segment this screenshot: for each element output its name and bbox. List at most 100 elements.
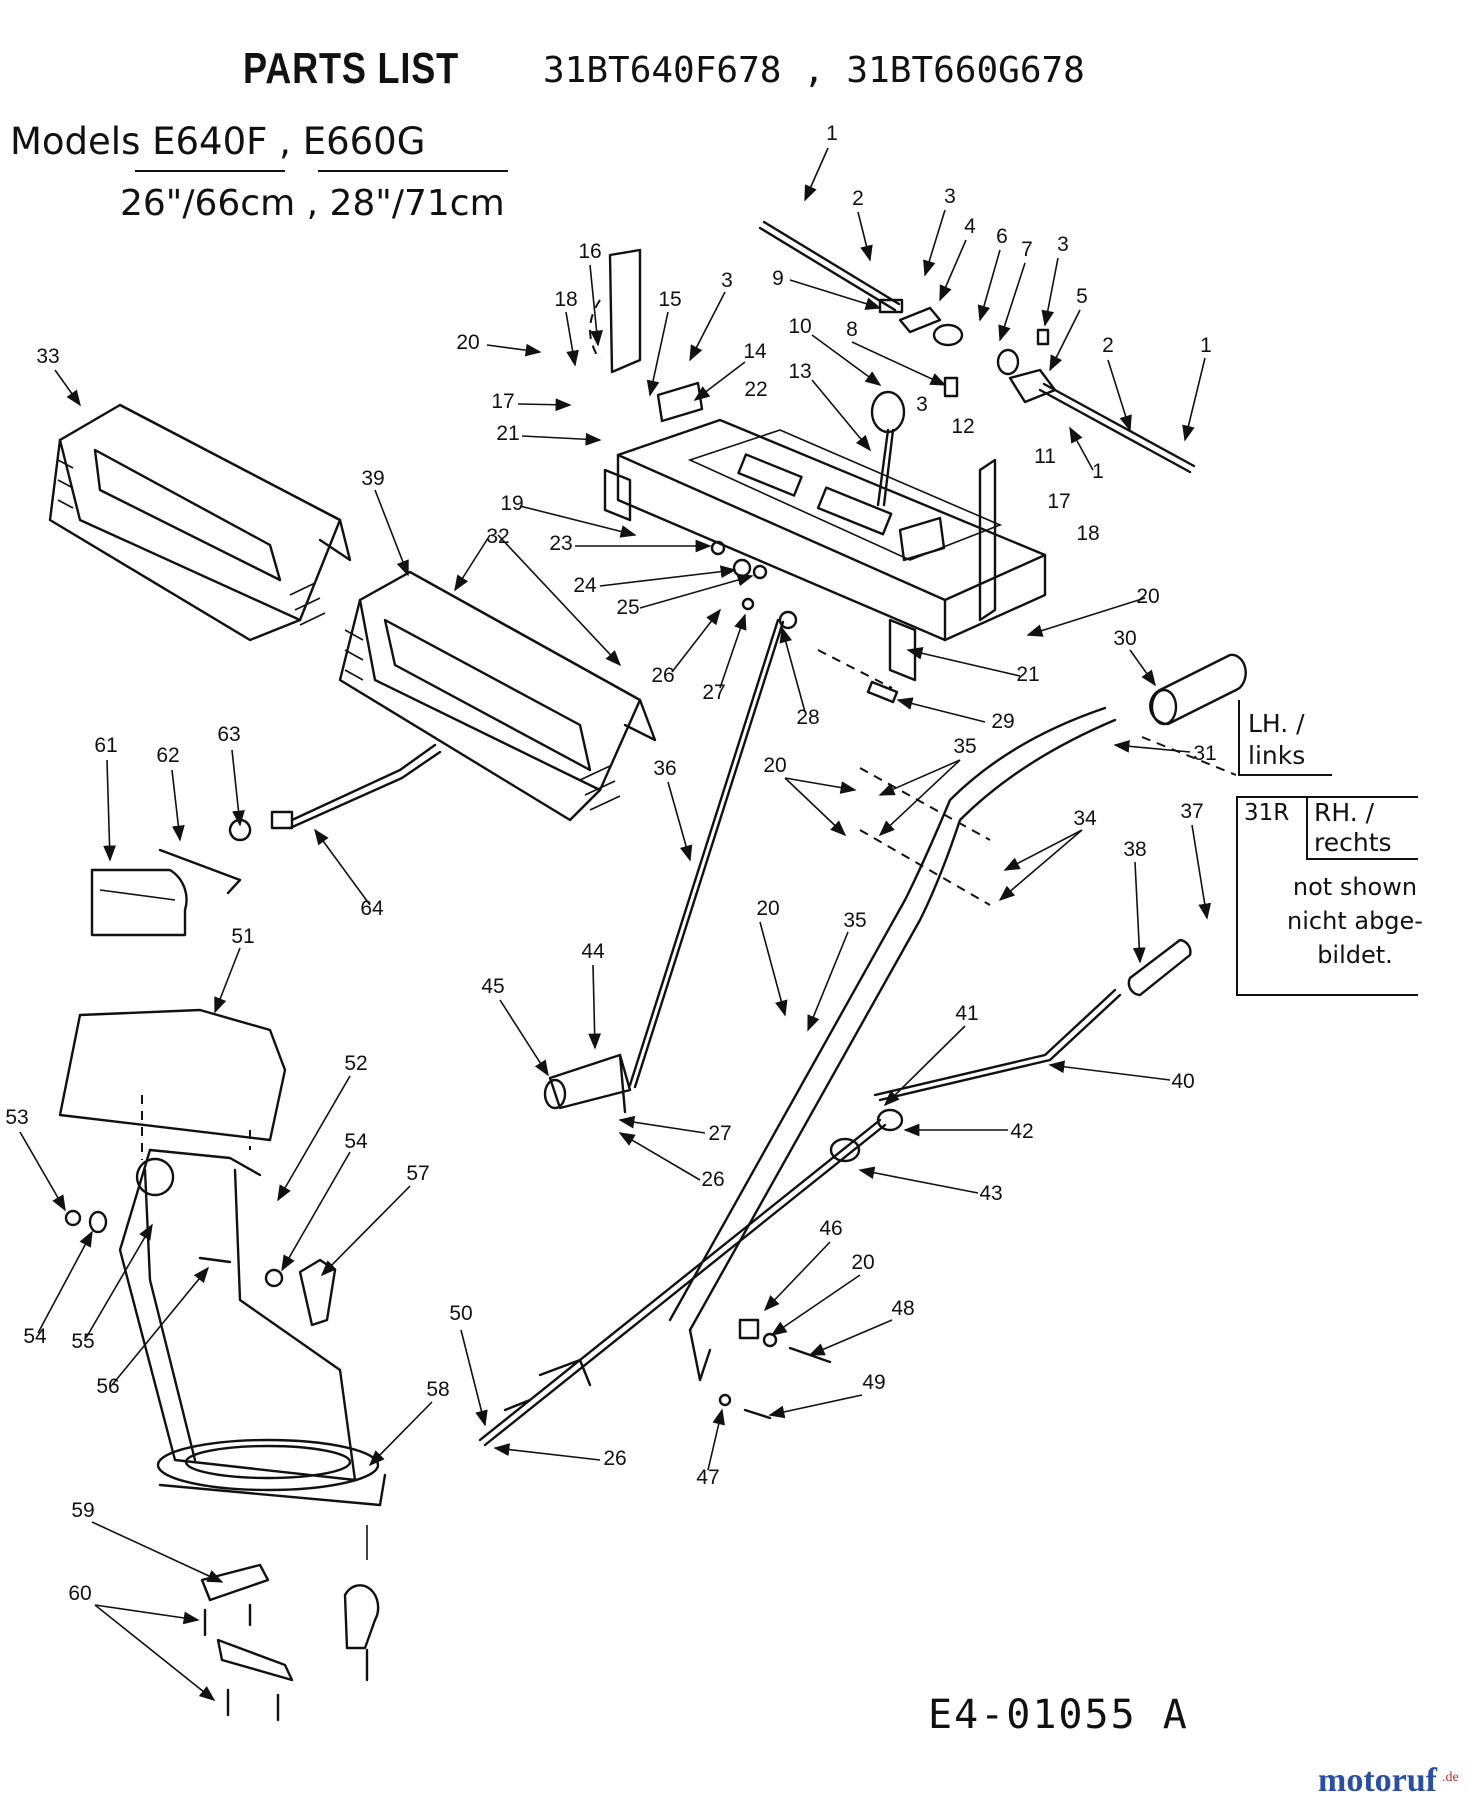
rod-36 bbox=[628, 618, 785, 1089]
part-label-20a: 20 bbox=[456, 331, 479, 354]
part-label-2b: 2 bbox=[1102, 334, 1114, 357]
part-label-16: 16 bbox=[578, 240, 601, 263]
part-label-15: 15 bbox=[658, 288, 681, 311]
part-label-20e: 20 bbox=[851, 1251, 874, 1274]
part-label-54a: 54 bbox=[344, 1130, 368, 1153]
model-codes: 31BT640F678 , 31BT660G678 bbox=[543, 50, 1085, 91]
control-panel-frame bbox=[603, 418, 1047, 682]
top-rod-left bbox=[758, 220, 901, 312]
part-label-44: 44 bbox=[581, 940, 605, 963]
part-label-3a: 3 bbox=[944, 185, 956, 208]
lower-hardware bbox=[718, 1318, 832, 1420]
part-label-20c: 20 bbox=[763, 754, 786, 777]
part-label-48: 48 bbox=[891, 1297, 914, 1320]
part-label-54b: 54 bbox=[23, 1325, 47, 1348]
part-label-52: 52 bbox=[344, 1052, 367, 1075]
assembly-dash-lines bbox=[859, 736, 1237, 906]
not-shown-de-1: nicht abge- bbox=[1287, 907, 1423, 935]
wire-harness-64 bbox=[270, 743, 442, 830]
part-label-2a: 2 bbox=[852, 187, 864, 210]
part-label-20d: 20 bbox=[756, 897, 779, 920]
part-label-19: 19 bbox=[500, 492, 523, 515]
part-label-11: 11 bbox=[1034, 445, 1056, 468]
part-label-12: 12 bbox=[951, 415, 974, 438]
long-rod-lower bbox=[478, 1108, 904, 1447]
shift-lever bbox=[870, 390, 906, 507]
part-label-3c: 3 bbox=[721, 269, 733, 292]
housing-39 bbox=[338, 570, 657, 822]
part-label-4: 4 bbox=[964, 215, 976, 238]
part-label-59: 59 bbox=[71, 1499, 94, 1522]
part-label-64: 64 bbox=[360, 897, 384, 920]
leader-arrows bbox=[19, 147, 1212, 1701]
part-label-58: 58 bbox=[426, 1378, 449, 1401]
rh-label: RH. / bbox=[1314, 798, 1375, 827]
part-label-5: 5 bbox=[1076, 285, 1088, 308]
lh-note-box bbox=[1238, 700, 1332, 776]
part-label-20b: 20 bbox=[1136, 585, 1159, 608]
part-label-13: 13 bbox=[788, 360, 811, 383]
discharge-chute bbox=[58, 1008, 387, 1507]
part-label-42: 42 bbox=[1010, 1120, 1033, 1143]
part-label-17a: 17 bbox=[491, 390, 514, 413]
watermark-tld: .de bbox=[1442, 1770, 1459, 1785]
part-label-57: 57 bbox=[406, 1162, 429, 1185]
part-label-49: 49 bbox=[862, 1371, 885, 1394]
part-label-41: 41 bbox=[955, 1002, 978, 1025]
part-label-27a: 27 bbox=[702, 681, 725, 704]
part-label-36: 36 bbox=[653, 757, 676, 780]
part-label-1a: 1 bbox=[826, 122, 838, 145]
part-label-17b: 17 bbox=[1047, 490, 1070, 513]
lh-label: LH. / bbox=[1248, 709, 1305, 738]
not-shown-en: not shown bbox=[1292, 873, 1418, 901]
rh-note: RH. / rechts bbox=[1314, 798, 1392, 858]
part-label-46: 46 bbox=[819, 1217, 842, 1240]
part-number-labels: 1 2 3 4 5 6 7 8 9 10 11 12 13 14 15 16 1… bbox=[5, 122, 1216, 1605]
part-label-24: 24 bbox=[573, 574, 597, 597]
not-shown-note: not shown nicht abge- bildet. bbox=[1285, 870, 1425, 972]
part-label-7: 7 bbox=[1021, 238, 1033, 261]
part-label-28: 28 bbox=[796, 706, 819, 729]
lh-note: LH. / links bbox=[1248, 708, 1305, 772]
rh-label-box bbox=[1306, 796, 1418, 860]
part-label-18a: 18 bbox=[554, 288, 577, 311]
part-label-63: 63 bbox=[217, 723, 240, 746]
part-label-25: 25 bbox=[616, 596, 639, 619]
part-label-40: 40 bbox=[1171, 1070, 1194, 1093]
roller-30 bbox=[1149, 653, 1247, 726]
part-label-8: 8 bbox=[846, 318, 858, 341]
rod-40 bbox=[873, 938, 1192, 1102]
left-side-plate bbox=[589, 248, 704, 423]
right-side-plate bbox=[898, 458, 997, 622]
part-label-6: 6 bbox=[996, 225, 1008, 248]
part-label-30: 30 bbox=[1113, 627, 1136, 650]
part-label-18b: 18 bbox=[1076, 522, 1099, 545]
part-label-56: 56 bbox=[96, 1375, 119, 1398]
chute-hardware bbox=[64, 1209, 337, 1327]
model-underline-2 bbox=[318, 170, 508, 172]
part-label-39: 39 bbox=[361, 467, 384, 490]
part-label-53: 53 bbox=[5, 1106, 28, 1129]
part-label-21b: 21 bbox=[1016, 663, 1039, 686]
part-label-60: 60 bbox=[68, 1582, 91, 1605]
part-label-33: 33 bbox=[36, 345, 59, 368]
part-label-1c: 1 bbox=[1092, 460, 1104, 483]
part-label-51: 51 bbox=[231, 925, 254, 948]
part-label-45: 45 bbox=[481, 975, 504, 998]
lh-label-de: links bbox=[1248, 741, 1306, 770]
part-label-10: 10 bbox=[788, 315, 811, 338]
part-label-21a: 21 bbox=[496, 422, 519, 445]
part-label-3d: 3 bbox=[916, 393, 928, 416]
crank-assembly bbox=[543, 1053, 632, 1114]
part-label-26c: 26 bbox=[603, 1447, 626, 1470]
part-label-35b: 35 bbox=[843, 909, 866, 932]
part-label-43: 43 bbox=[979, 1182, 1002, 1205]
part-label-38: 38 bbox=[1123, 838, 1146, 861]
drawing-code: E4-01055 A bbox=[928, 1692, 1189, 1738]
part-label-3b: 3 bbox=[1057, 233, 1069, 256]
handle-31 bbox=[668, 706, 1117, 1382]
deflector-clips bbox=[200, 1525, 380, 1722]
part-label-34: 34 bbox=[1073, 807, 1097, 830]
part-label-14: 14 bbox=[743, 340, 767, 363]
part-label-31: 31 bbox=[1193, 742, 1216, 765]
